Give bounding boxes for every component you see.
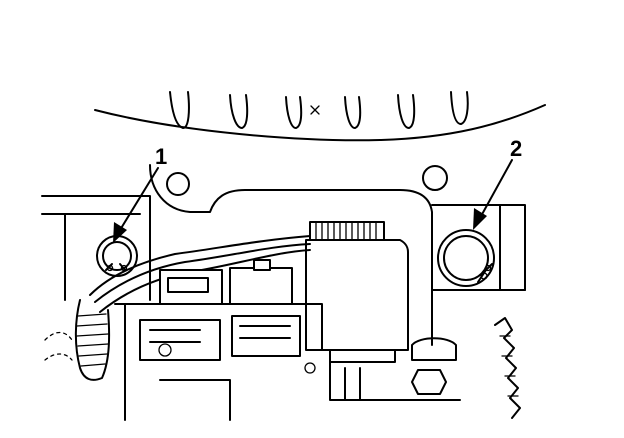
lower-valve-body (114, 303, 461, 421)
left-snap-ring (96, 235, 138, 277)
callout-label-1: 1 (155, 144, 167, 169)
solenoid (305, 221, 409, 363)
wire-harness (74, 235, 311, 381)
callout-label-2: 2 (510, 136, 522, 161)
callout-arrow-1 (113, 167, 159, 243)
callout-arrow-2 (473, 159, 513, 230)
dashed-edges (44, 331, 73, 361)
chain-edge (494, 317, 521, 419)
right-snap-ring (437, 229, 495, 287)
connectors (159, 259, 293, 305)
upper-housing (94, 91, 546, 142)
bolt (411, 337, 457, 395)
valve-body-plate (41, 164, 526, 346)
